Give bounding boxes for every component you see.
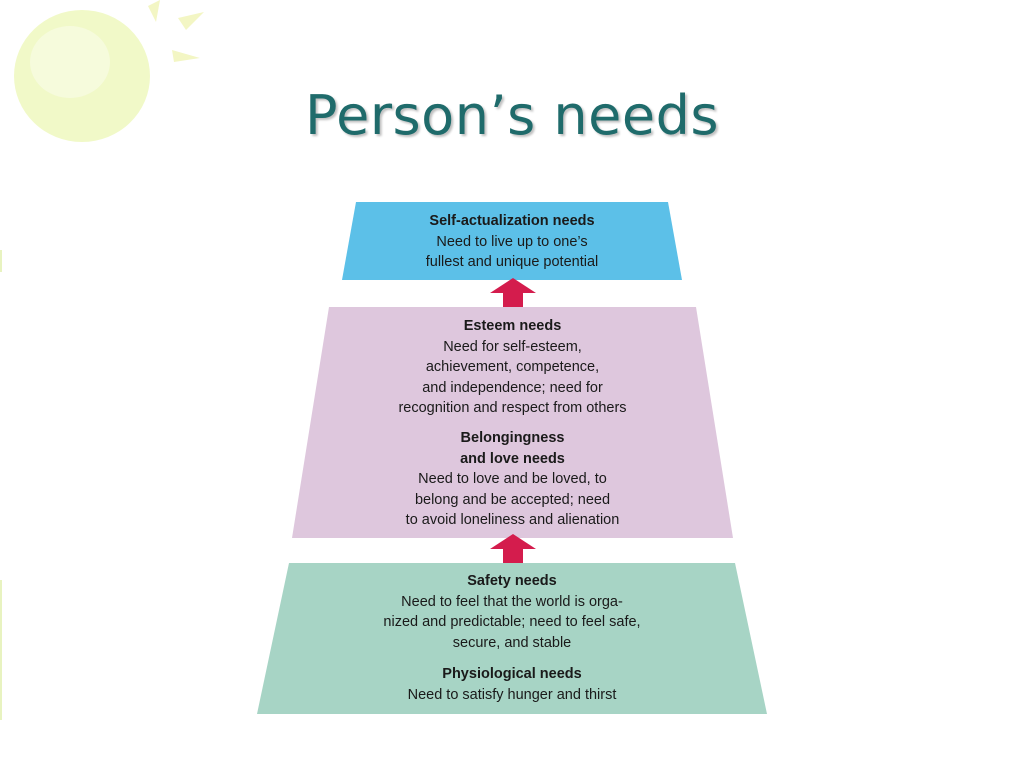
tier-heading: Belongingness and love needs <box>460 430 565 467</box>
tier-description: Need to love and be loved, to belong and… <box>405 471 620 528</box>
tier-description: Need to satisfy hunger and thirst <box>407 686 617 703</box>
tier-self-actualization: Self-actualization needs Need to live up… <box>342 202 682 280</box>
tier-description: Need to live up to one’s fullest and uni… <box>425 233 599 271</box>
tier-safety-physiological: Safety needs Need to feel that the world… <box>257 563 767 714</box>
tier-fill <box>342 202 682 280</box>
left-edge-accent <box>0 250 2 272</box>
tier-heading: Esteem needs <box>463 318 562 334</box>
tier-fill <box>257 563 767 714</box>
tier-shape <box>342 202 682 280</box>
balloon-decoration-icon <box>14 0 204 142</box>
up-arrow-icon <box>490 278 536 310</box>
tier-heading: Safety needs <box>467 573 557 589</box>
tier-esteem-belonging: Esteem needs Need for self-esteem, achie… <box>292 307 733 538</box>
tier-description: Need to feel that the world is orga- niz… <box>383 593 641 651</box>
tier-shape <box>257 563 767 714</box>
up-arrow-icon <box>490 534 536 566</box>
tier-heading: Self-actualization needs <box>429 213 595 229</box>
tier-description: Need for self-esteem, achievement, compe… <box>398 338 627 417</box>
left-edge-accent <box>0 580 2 720</box>
slide-title: Person’s needs <box>304 84 719 147</box>
tier-shape <box>292 307 733 538</box>
tier-fill <box>292 307 733 538</box>
tier-heading: Physiological needs <box>442 666 582 682</box>
